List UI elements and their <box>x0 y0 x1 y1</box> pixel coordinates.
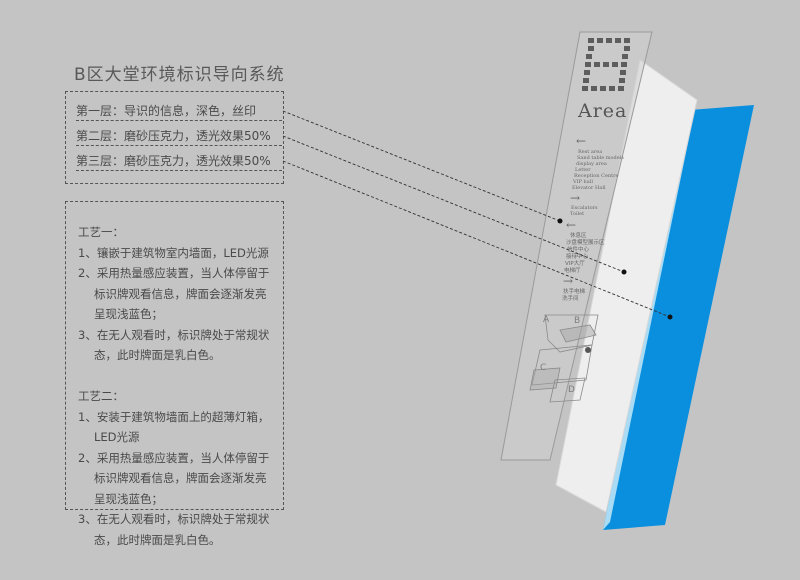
sign-line-cn: 接待中心 <box>566 252 589 260</box>
leader-dot-layer-2 <box>621 269 627 275</box>
area-word: Area <box>577 100 627 122</box>
sign-line-cn: VIP大厅 <box>565 259 585 267</box>
sign-line-cn: 沙盘模型展示区 <box>566 238 605 246</box>
process2-heading: 工艺二： <box>78 389 124 403</box>
map-letter-c: C <box>540 363 546 373</box>
arrow-right-icon: → <box>563 274 573 288</box>
map-letter-b: B <box>574 316 580 326</box>
process2-item-cont: 呈现浅蓝色； <box>94 491 163 506</box>
sign-line-cn: 扶手电梯 <box>563 287 586 295</box>
map-letter-d: D <box>568 385 575 395</box>
sign-line: display area <box>576 161 607 167</box>
layer-2-label: 第二层：磨砂压克力，透光效果50% <box>76 129 271 143</box>
sign-line: Elevator Hall <box>572 185 606 191</box>
sign-line: Rest area <box>578 149 602 155</box>
layer-1-label: 第一层：导识的信息，深色，丝印 <box>76 104 257 118</box>
sign-line-cn: 电梯厅 <box>564 266 581 274</box>
layer-divider-3 <box>76 170 282 171</box>
map-letter-a: A <box>543 315 550 325</box>
floor-plan-map <box>529 314 599 403</box>
blue-panel <box>603 105 754 530</box>
leader-line-layer-3 <box>282 160 671 318</box>
process2-item-cont: 态，此时牌面是乳白色。 <box>94 532 221 547</box>
sign-line-cn: 休息区 <box>570 231 587 239</box>
process2-item: 1、安装于建筑物墙面上的超薄灯箱， <box>78 409 270 424</box>
leader-line-layer-2 <box>282 135 625 273</box>
process1-item-cont: 态，此时牌面是乳白色。 <box>94 348 221 362</box>
frosted-panel <box>500 31 653 461</box>
diagram-title: B区大堂环境标识导向系统 <box>74 65 285 85</box>
sign-line-cn: 信件中心 <box>567 245 590 253</box>
process1-item: 2、采用热量感应装置，当人体停留于 <box>78 266 270 280</box>
sign-line-cn: 洗手间 <box>562 294 579 302</box>
leader-line-layer-1 <box>282 110 561 222</box>
sign-line: Letter <box>575 167 591 173</box>
process-notes: 工艺一： 1、镶嵌于建筑物室内墙面，LED光源 2、采用热量感应装置，当人体停留… <box>78 222 269 550</box>
process2-item: 3、在无人观看时，标识牌处于常规状 <box>78 512 270 526</box>
milky-panel <box>555 59 698 513</box>
sign-line: VIP hall <box>572 179 593 185</box>
layers-box <box>65 91 284 184</box>
process1-item: 1、镶嵌于建筑物室内墙面，LED光源 <box>78 245 269 260</box>
arrow-left-icon: ← <box>566 218 576 232</box>
sign-line: Escalators <box>571 205 598 211</box>
arrow-left-icon: ← <box>576 134 586 148</box>
sign-line: Toilet <box>570 211 584 217</box>
sign-line: Sand table models <box>577 155 624 161</box>
process2-item-cont: 标识牌观看信息，牌面会逐渐发亮 <box>94 471 267 485</box>
process1-heading: 工艺一： <box>78 225 124 239</box>
process2-item-cont: LED光源 <box>94 430 140 444</box>
layer-divider-1 <box>76 120 282 121</box>
layer-3-label: 第三层：磨砂压克力，透光效果50% <box>76 154 271 168</box>
layer-divider-2 <box>76 145 282 146</box>
area-letter-glyph <box>582 38 630 91</box>
sign-line: Reception Centre <box>574 173 619 179</box>
leader-dot-layer-1 <box>557 218 563 224</box>
process1-item-cont: 标识牌观看信息，牌面会逐渐发亮 <box>94 286 267 301</box>
process-box <box>65 201 284 510</box>
arrow-right-icon: → <box>570 191 580 205</box>
leader-dot-layer-3 <box>667 314 673 320</box>
process1-item-cont: 呈现浅蓝色； <box>94 307 163 321</box>
process1-item: 3、在无人观看时，标识牌处于常规状 <box>78 327 270 342</box>
map-marker <box>585 347 591 353</box>
process2-item: 2、采用热量感应装置，当人体停留于 <box>78 450 270 465</box>
